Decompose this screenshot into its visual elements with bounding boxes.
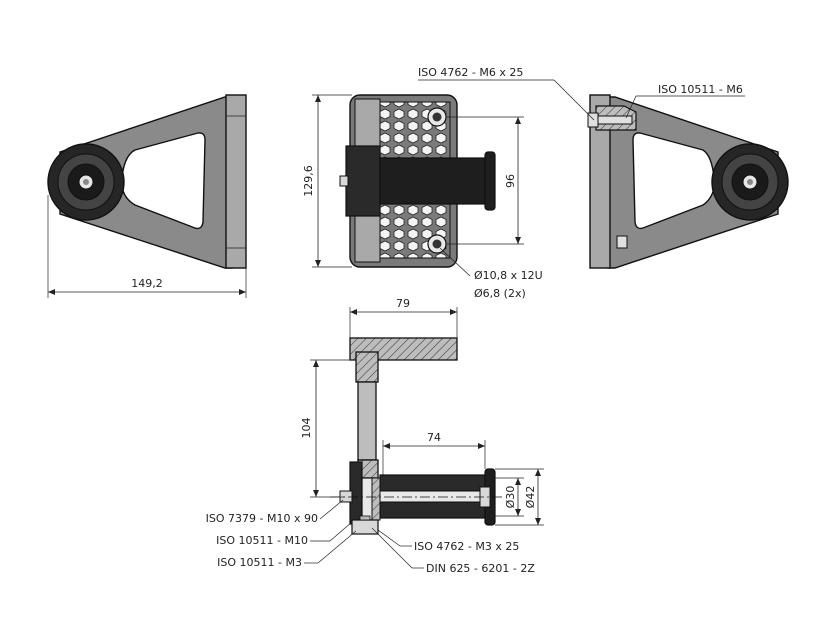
dimension-arm-height: 104 xyxy=(300,359,356,498)
dimension-height-front: 129,6 xyxy=(302,94,352,268)
callout-holes-line1: Ø10,8 x 12U xyxy=(474,269,543,282)
dimension-label-d42: Ø42 xyxy=(524,486,537,509)
callout-section-bearing: DIN 625 - 6201 - 2Z xyxy=(371,527,535,575)
dimension-hole-spacing: 96 xyxy=(447,116,524,245)
callout-din625: DIN 625 - 6201 - 2Z xyxy=(426,562,535,575)
dimension-label-74: 74 xyxy=(427,431,441,444)
callout-right-nut: ISO 10511 - M6 xyxy=(625,83,745,119)
dimension-label-104: 104 xyxy=(300,418,313,439)
callout-iso4762-m6: ISO 4762 - M6 x 25 xyxy=(418,66,523,79)
dimension-bolt-length: 74 xyxy=(382,431,486,475)
callout-iso10511-m3: ISO 10511 - M3 xyxy=(217,556,302,569)
callout-iso7379-m10: ISO 7379 - M10 x 90 xyxy=(206,512,318,525)
right-view xyxy=(587,94,789,269)
dimension-label-149: 149,2 xyxy=(131,277,163,290)
dimension-width-left: 149,2 xyxy=(47,195,247,298)
dimension-diameters: Ø30 Ø42 xyxy=(495,468,544,526)
callout-iso10511-m6: ISO 10511 - M6 xyxy=(658,83,743,96)
callout-section-screw-m3: ISO 4762 - M3 x 25 xyxy=(377,529,519,553)
axle-shaft xyxy=(379,157,486,205)
front-view xyxy=(339,94,496,268)
dimension-label-79: 79 xyxy=(396,297,410,310)
callout-section-bolt: ISO 7379 - M10 x 90 xyxy=(206,499,344,525)
dimension-plate-width: 79 xyxy=(349,297,458,338)
callout-iso4762-m3: ISO 4762 - M3 x 25 xyxy=(414,540,519,553)
callout-front-holes: Ø10,8 x 12U Ø6,8 (2x) xyxy=(439,247,543,300)
section-view xyxy=(330,337,502,535)
left-view xyxy=(47,94,247,269)
callout-section-nut-m10: ISO 10511 - M10 xyxy=(216,521,353,547)
dimension-label-129: 129,6 xyxy=(302,165,315,197)
dimension-label-d30: Ø30 xyxy=(504,486,517,509)
callout-iso10511-m10: ISO 10511 - M10 xyxy=(216,534,308,547)
callout-right-screw: ISO 4762 - M6 x 25 xyxy=(418,66,595,121)
dimension-label-96: 96 xyxy=(504,174,517,188)
callout-holes-line2: Ø6,8 (2x) xyxy=(474,287,526,300)
callout-section-nut-m3: ISO 10511 - M3 xyxy=(217,530,357,569)
